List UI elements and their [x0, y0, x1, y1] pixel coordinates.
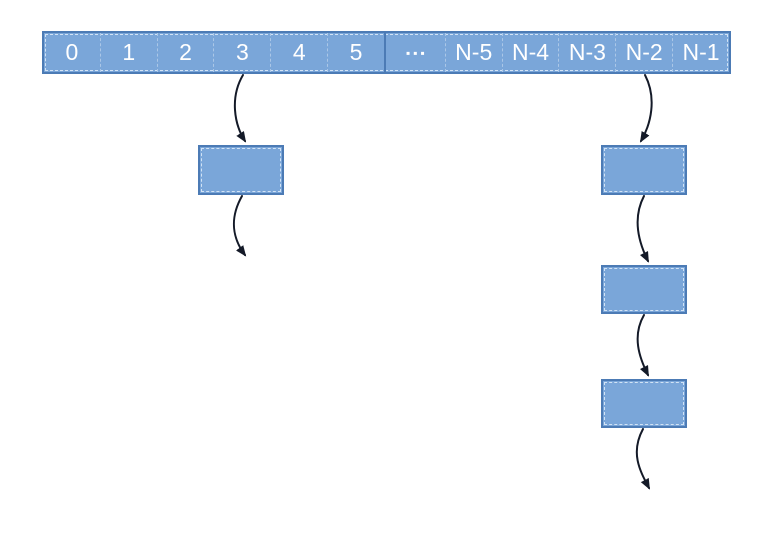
bucket-cell-ellipsis: ▪▪▪	[383, 33, 446, 72]
bucket-array: 0 1 2 3 4 5 ▪▪▪ N-5 N-4 N-3 N-2 N-1	[42, 31, 731, 74]
chain-node-bucketN2-1	[601, 145, 687, 195]
bucket-cell-0: 0	[44, 33, 101, 72]
bucket-cell-n2: N-2	[616, 33, 674, 72]
bucket-cell-n5: N-5	[446, 33, 503, 72]
bucket-cell-1: 1	[101, 33, 158, 72]
bucket-cell-n1: N-1	[682, 39, 720, 65]
arrow-bucket3-to-node1	[233, 74, 247, 143]
arrow-bucket3-node1-to-end	[232, 195, 247, 257]
chain-node-bucketN2-3	[601, 379, 687, 428]
bucket-cell-3: 3	[214, 33, 272, 72]
chain-node-bucket3-1	[198, 145, 284, 195]
arrow-bucketN2-to-node1	[639, 74, 653, 143]
chain-node-bucketN2-2	[601, 265, 687, 314]
arrow-bucketN2-node3-to-end	[635, 428, 650, 490]
bucket-cell-n3: N-3	[559, 33, 617, 72]
bucket-cell-5: 5	[349, 39, 363, 65]
bucket-cell-n4: N-4	[503, 33, 560, 72]
arrow-bucketN2-node1-to-node2	[636, 195, 649, 263]
bucket-cell-4: 4	[271, 33, 329, 72]
arrow-bucketN2-node2-to-node3	[636, 314, 649, 377]
bucket-cell-2: 2	[158, 33, 215, 72]
